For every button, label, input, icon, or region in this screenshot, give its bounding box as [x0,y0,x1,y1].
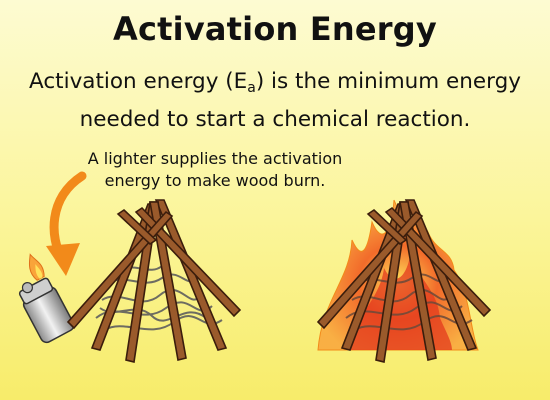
page-title: Activation Energy [113,10,437,48]
definition-suffix: ) is the minimum energy [255,69,521,94]
definition-prefix: Activation energy (E [29,69,248,94]
definition-subscript: a [247,80,256,96]
curved-arrow-icon [46,171,87,276]
caption-line1: A lighter supplies the activation [87,149,343,168]
definition-line2: needed to start a chemical reaction. [79,107,471,132]
burning-campfire-icon [316,199,492,363]
logs-right [316,199,492,363]
lighter-icon [18,253,75,344]
logs-left [66,199,242,363]
definition-text: Activation energy (Ea) is the minimum en… [0,66,550,135]
caption-line2: energy to make wood burn. [104,171,326,190]
lighter-caption: A lighter supplies the activation energy… [50,148,380,192]
unlit-campfire-icon [66,199,242,363]
